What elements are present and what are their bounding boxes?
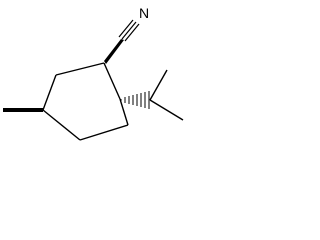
ring-bond-c4-c5: [79, 124, 129, 141]
ring-bond-c2-c3: [42, 74, 57, 111]
wedge-bond-nitrile: [104, 39, 124, 64]
hashed-bond-isopropyl: [120, 91, 150, 109]
isopropyl-bond-upper: [149, 69, 168, 101]
ring-bond-c3-c4: [42, 109, 81, 141]
nitrile-bond-1: [121, 21, 137, 40]
wedge-bond-methyl: [3, 108, 43, 112]
nitrogen-atom-label: N: [139, 5, 149, 21]
isopropyl-bond-lower: [149, 99, 184, 121]
molecule-canvas: N: [0, 0, 186, 150]
nitrile-bond-3: [118, 19, 134, 38]
ring-bond-c6-c1: [103, 62, 121, 100]
ring-bond-c5-c6: [119, 98, 129, 126]
ring-bond-c1-c2: [55, 62, 105, 76]
nitrile-bond-2: [124, 23, 140, 42]
chemical-structure-diagram: N: [3, 5, 184, 141]
